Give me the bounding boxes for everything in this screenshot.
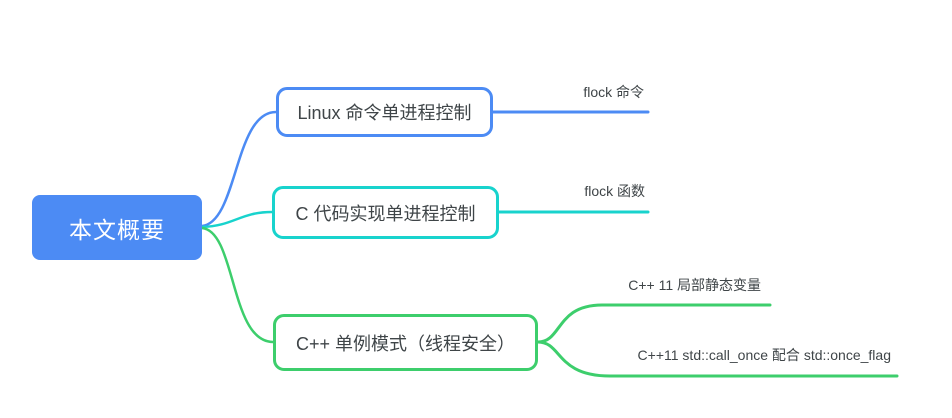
- leaf-topic-cpp11-call-once[interactable]: C++11 std::call_once 配合 std::once_flag: [637, 347, 891, 363]
- branch-topic-label: C 代码实现单进程控制: [295, 203, 476, 224]
- link-root-to-branch-linux: [200, 110, 278, 228]
- branch-topic-cpp-singleton[interactable]: C++ 单例模式（线程安全）: [273, 314, 538, 371]
- leaf-topic-flock-command[interactable]: flock 命令: [583, 84, 644, 100]
- branch-topic-linux-flock[interactable]: Linux 命令单进程控制: [276, 87, 493, 137]
- link-root-to-branch-c: [200, 210, 274, 229]
- root-topic-label: 本文概要: [69, 216, 165, 243]
- leaf-topic-cpp11-static-variable[interactable]: C++ 11 局部静态变量: [628, 277, 761, 293]
- link-and-underline-call-once: [536, 340, 899, 378]
- branch-topic-label: C++ 单例模式（线程安全）: [295, 333, 516, 354]
- leaf-topic-flock-function[interactable]: flock 函数: [584, 183, 645, 199]
- branch-topic-label: Linux 命令单进程控制: [297, 103, 472, 123]
- link-and-underline-static-var: [536, 303, 772, 344]
- link-root-to-branch-cpp: [200, 226, 275, 344]
- branch-topic-c-flock[interactable]: C 代码实现单进程控制: [272, 186, 499, 239]
- root-topic[interactable]: 本文概要: [32, 195, 202, 260]
